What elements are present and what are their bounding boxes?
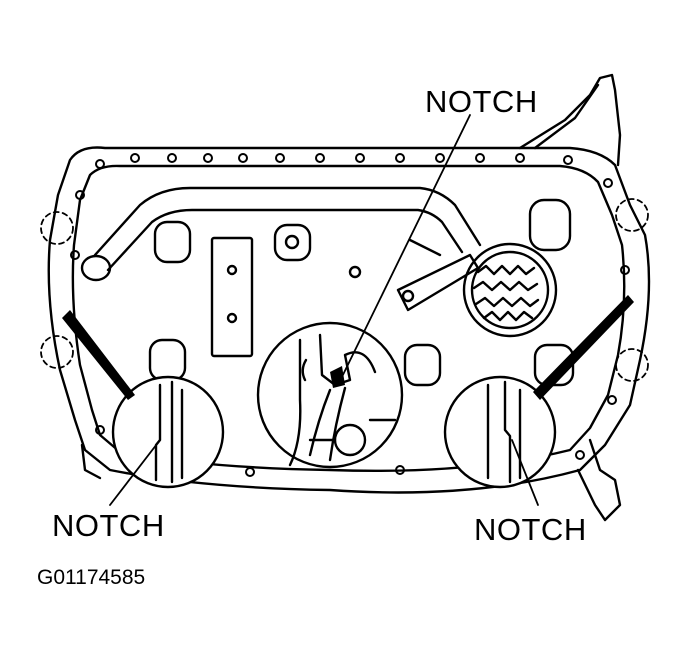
notch-label-top: NOTCH [425,84,538,119]
oil-strainer [462,242,558,338]
leader-right [511,439,539,506]
figure-code: G01174585 [37,566,146,589]
notch-label-left: NOTCH [52,508,165,543]
leader-top [337,114,471,386]
oil-pipe [93,186,482,257]
bolt-holes [70,153,630,477]
housing-block [518,73,622,167]
notch-detail-center [256,321,404,469]
mounting-pad [210,236,254,358]
pointer-wedge-right [533,295,634,400]
notch-label-right: NOTCH [474,512,587,547]
pointer-wedge-left [62,310,135,400]
leader-left [109,439,161,506]
notch-detail-left [111,375,225,489]
strainer-bracket [396,253,480,312]
notch-detail-right [443,375,557,489]
notch-markers [40,198,649,382]
pipe-end [80,254,112,282]
